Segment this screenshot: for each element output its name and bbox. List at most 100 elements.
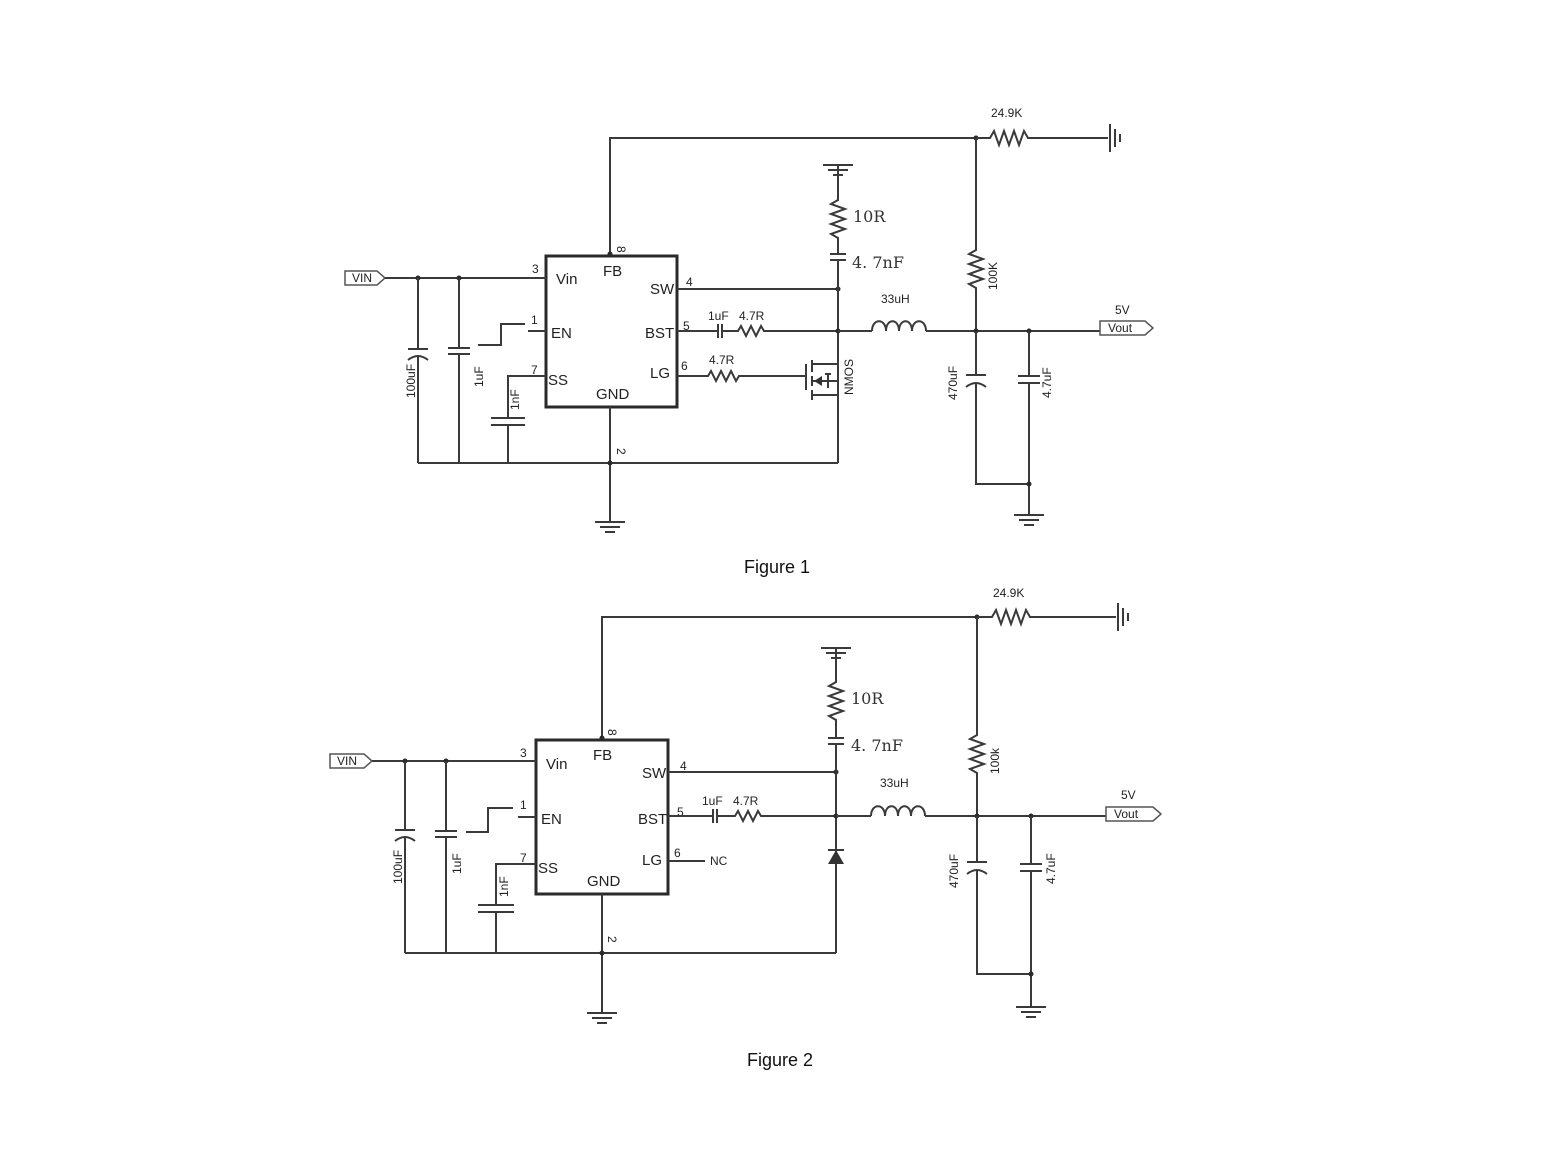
feedback-top-resistor [967,617,987,816]
bootstrap-capacitor-value: 1uF [708,309,729,323]
figure-2-schematic: Vin EN SS GND FB SW BST LG 3 1 7 4 5 6 8… [329,586,1163,1024]
vin-port-label: VIN [337,754,357,768]
pin-lg-name: LG [642,852,662,869]
pin-ss-number: 7 [520,851,527,865]
pin-fb-number: 8 [614,246,628,253]
vin-port-label: VIN [352,271,372,285]
pin-en-name: EN [551,325,572,342]
bootstrap-capacitor-value: 1uF [702,794,723,808]
pin-ss-number: 7 [531,363,538,377]
output-capacitor [1018,331,1040,515]
gate-resistor-value: 4.7R [709,353,735,367]
lowside-switch-label: NMOS [842,359,856,395]
output-capacitor-value: 4.7uF [1044,853,1058,884]
feedback-top-resistor-value: 100K [986,262,1000,290]
pin-sw-name: SW [650,281,675,298]
ground-symbol [821,647,851,659]
feedback-top-resistor [966,138,986,331]
pin-ss-name: SS [538,860,558,877]
pin-vin-name: Vin [556,271,577,288]
output-voltage-label: 5V [1115,303,1130,317]
figure-2-caption: Figure 2 [747,1050,813,1070]
feedback-bottom-resistor-value: 24.9K [991,106,1022,120]
pin-gnd-name: GND [587,873,621,890]
vout-port-label: Vout [1114,807,1139,821]
vout-port [1099,320,1155,336]
converter-ic [534,738,670,896]
inductor-value: 33uH [881,292,910,306]
soft-start-capacitor-value: 1nF [497,876,511,897]
snubber-resistor-value: 10R [851,689,884,708]
freewheeling-diode [828,849,844,864]
pin-bst-number: 5 [677,805,684,819]
pin-bst-number: 5 [683,319,690,333]
pin-vin-number: 3 [520,746,527,760]
output-bulk-capacitor-value: 470uF [947,854,961,888]
pin-sw-name: SW [642,765,667,782]
output-capacitor-value: 4.7uF [1040,367,1054,398]
vout-port [1105,806,1163,822]
input-capacitor-value: 1uF [472,366,486,387]
pin-gnd-name: GND [596,386,630,403]
vin-port [329,753,374,769]
pin-en-number: 1 [531,313,538,327]
pin-fb-name: FB [603,263,622,280]
bootstrap-resistor-value: 4.7R [733,794,759,808]
pin-lg-name: LG [650,365,670,382]
pin-sw-number: 4 [680,759,687,773]
ground-symbol [595,521,625,533]
enable-signal [466,807,536,833]
inductor-value: 33uH [880,776,909,790]
pin-gnd-number: 2 [614,448,628,455]
pin-fb-number: 8 [605,729,619,736]
ground-symbol [1014,514,1044,526]
inductor [871,320,927,332]
pin-vin-number: 3 [532,262,539,276]
input-bulk-capacitor [394,761,416,953]
input-bulk-capacitor [407,278,429,463]
input-capacitor [448,278,470,463]
output-bulk-capacitor [966,816,1031,975]
output-bulk-capacitor [965,331,1029,485]
feedback-bottom-resistor-value: 24.9K [993,586,1024,600]
nmos-transistor [805,360,839,400]
feedback-bottom-resistor [976,128,1108,148]
soft-start-capacitor [491,375,546,463]
feedback-bottom-resistor [977,607,1116,627]
pin-lg-number: 6 [681,359,688,373]
figure-1-schematic: Vin EN SS GND FB SW BST LG 3 1 7 4 5 6 8… [344,106,1155,533]
pin-gnd-number: 2 [605,936,619,943]
output-voltage-label: 5V [1121,788,1136,802]
output-bulk-capacitor-value: 470uF [946,366,960,400]
input-capacitor [435,761,457,953]
input-bulk-capacitor-value: 100uF [404,364,418,398]
vout-port-label: Vout [1108,321,1133,335]
input-capacitor-value: 1uF [450,853,464,874]
ground-symbol [1117,603,1129,631]
feedback-top-resistor-value: 100k [988,747,1002,774]
enable-signal [478,323,546,346]
output-capacitor [1020,816,1042,1007]
pin-bst-name: BST [645,325,674,342]
pin-fb-name: FB [593,747,612,764]
input-bulk-capacitor-value: 100uF [391,850,405,884]
pin-en-number: 1 [520,798,527,812]
ground-symbol [1016,1006,1046,1018]
pin-sw-number: 4 [686,275,693,289]
soft-start-capacitor-value: 1nF [508,389,522,410]
pin-bst-name: BST [638,811,667,828]
ground-symbol [1109,124,1121,152]
pin-en-name: EN [541,811,562,828]
converter-ic [544,254,679,409]
snubber-capacitor-value: 4. 7nF [852,253,904,272]
bootstrap-resistor-value: 4.7R [739,309,765,323]
pin-ss-name: SS [548,372,568,389]
ground-symbol [587,1012,617,1024]
ground-symbol [823,164,853,176]
pin-vin-name: Vin [546,756,567,773]
snubber-resistor-value: 10R [853,207,886,226]
figure-1-caption: Figure 1 [744,557,810,577]
vin-port [344,270,387,286]
lg-no-connect-label: NC [710,854,728,868]
snubber-capacitor-value: 4. 7nF [851,736,903,755]
